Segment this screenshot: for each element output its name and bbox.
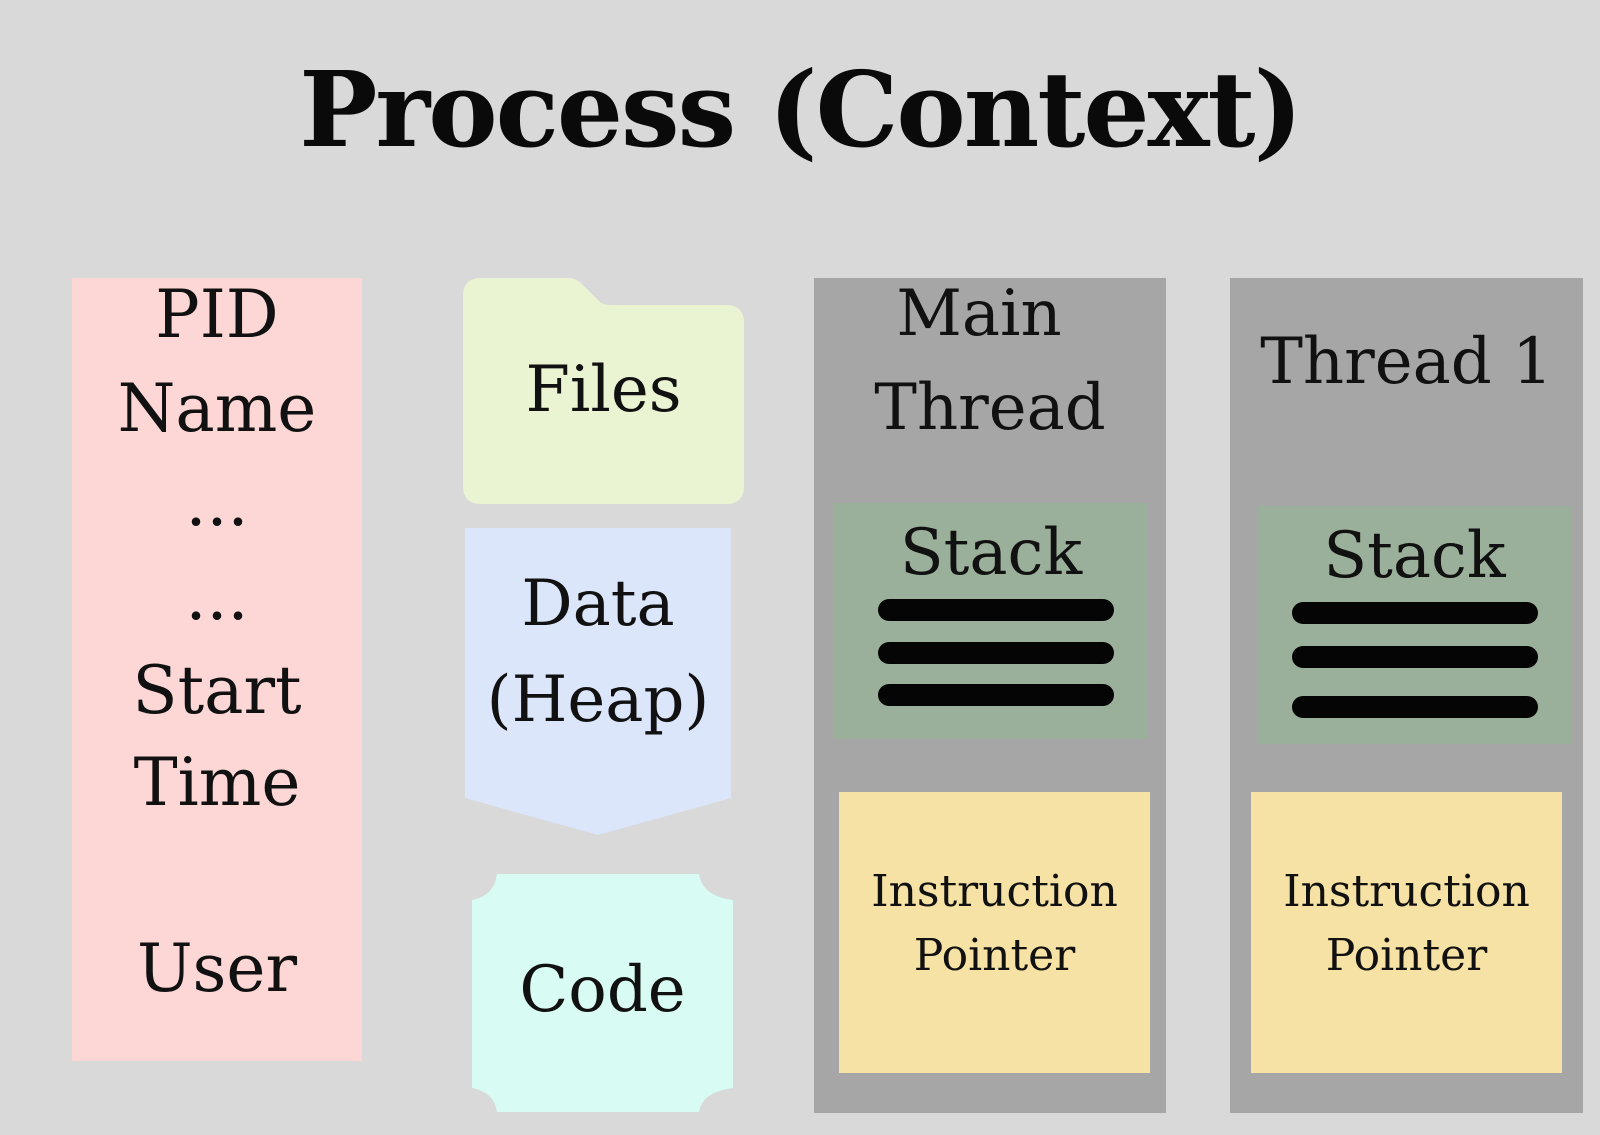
main-thread-column: Main Thread Stack Instruction Pointer bbox=[814, 278, 1166, 1113]
data-heap-shape bbox=[465, 528, 731, 835]
main-ip-line1: Instruction bbox=[871, 866, 1118, 917]
heap-label: (Heap) bbox=[486, 663, 710, 737]
code-shape bbox=[472, 874, 733, 1112]
thread-1-instruction-pointer: Instruction Pointer bbox=[1251, 792, 1562, 1073]
page-title: Process (Context) bbox=[299, 48, 1303, 171]
main-stack-label: Stack bbox=[899, 516, 1083, 590]
main-instruction-pointer: Instruction Pointer bbox=[839, 792, 1150, 1073]
ellipsis-2: ... bbox=[185, 558, 249, 635]
start-label: Start bbox=[132, 652, 302, 729]
main-thread-title-line1: Main bbox=[896, 277, 1062, 351]
thread-1-stack-label: Stack bbox=[1323, 519, 1506, 593]
files-folder-shape bbox=[463, 278, 744, 504]
code-label: Code bbox=[519, 953, 686, 1027]
pid-label: PID bbox=[155, 276, 279, 353]
main-thread-stack: Stack bbox=[834, 503, 1148, 739]
time-label: Time bbox=[133, 744, 301, 821]
thread-1-ip-line2: Pointer bbox=[1325, 930, 1488, 981]
thread-1-column: Thread 1 Stack Instruction Pointer bbox=[1230, 278, 1583, 1113]
thread-1-ip-line1: Instruction bbox=[1283, 866, 1530, 917]
files-label: Files bbox=[525, 353, 682, 427]
thread-1-title: Thread 1 bbox=[1260, 325, 1553, 399]
ellipsis-1: ... bbox=[185, 464, 249, 541]
name-label: Name bbox=[117, 370, 317, 447]
process-info-panel: PID Name ... ... Start Time User bbox=[72, 278, 362, 1061]
data-label: Data bbox=[521, 567, 675, 641]
user-label: User bbox=[136, 930, 298, 1007]
main-stack-lines-icon bbox=[878, 599, 1114, 706]
thread-1-stack: Stack bbox=[1258, 506, 1571, 744]
main-thread-title-line2: Thread bbox=[874, 371, 1106, 445]
thread-1-stack-lines-icon bbox=[1292, 602, 1538, 718]
main-ip-line2: Pointer bbox=[913, 930, 1076, 981]
